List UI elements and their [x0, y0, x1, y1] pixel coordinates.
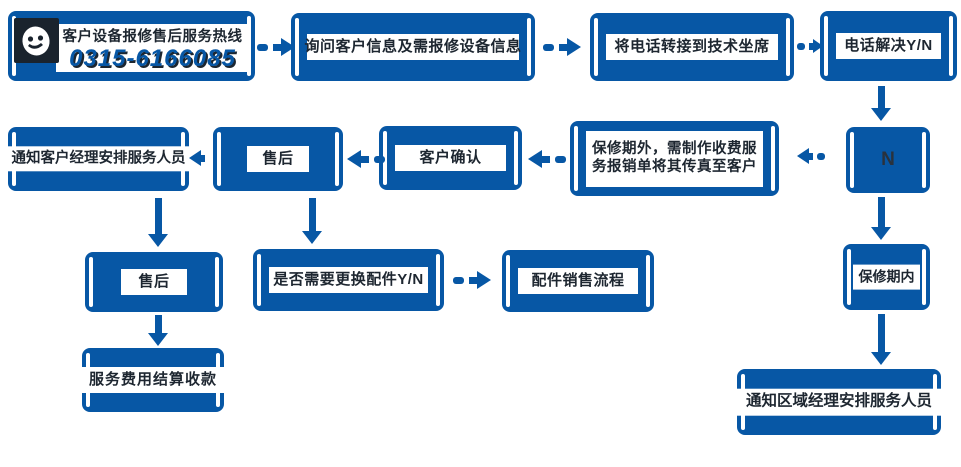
node-n-branch: N	[846, 127, 930, 193]
node-label: N	[881, 149, 895, 170]
arrow-stem	[273, 43, 281, 51]
hotline-title: 客户设备报修售后服务热线	[62, 28, 243, 45]
node-label: 保修期外，需制作收费服务报销单将其传真至客户	[592, 141, 757, 176]
arrow-dash	[374, 155, 385, 163]
flow-arrow-down-3	[302, 198, 322, 244]
flow-arrow-down-4	[871, 197, 891, 240]
node-band: 配件销售流程	[518, 268, 638, 294]
node-notify-region-manager: 通知区域经理安排服务人员	[737, 369, 941, 435]
arrow-dash	[543, 43, 554, 51]
arrow-left-icon	[347, 150, 361, 168]
node-band: 通知区域经理安排服务人员	[737, 388, 941, 416]
arrow-stem	[809, 152, 813, 160]
node-band: 通知客户经理安排服务人员	[8, 146, 189, 172]
arrow-dash	[257, 43, 268, 51]
arrow-stem	[877, 197, 885, 227]
node-label: 服务费用结算收款	[88, 371, 217, 388]
flow-arrow-right-4	[453, 271, 491, 289]
node-label: 保修期内	[858, 268, 915, 285]
node-ask-info: 询问客户信息及需报修设备信息	[291, 13, 535, 81]
arrow-stem	[559, 43, 567, 51]
node-band: 是否需要更换配件Y/N	[269, 267, 428, 293]
arrow-left-icon	[189, 150, 201, 166]
node-band: 保修期内	[853, 264, 920, 290]
arrow-stem	[877, 86, 885, 108]
arrow-right-icon	[813, 39, 823, 53]
arrow-down-icon	[871, 227, 891, 240]
arrow-right-icon	[477, 271, 491, 289]
flow-arrow-right-1	[257, 38, 295, 56]
node-label-line2: 务报销单将其传真至客户	[592, 158, 757, 175]
flow-arrow-left-2	[528, 150, 566, 168]
node-after-sales-a: 售后	[213, 127, 343, 191]
arrow-down-icon	[148, 234, 168, 247]
node-phone-solved: 电话解决Y/N	[820, 11, 957, 81]
arrow-down-icon	[871, 108, 891, 121]
node-band: 售后	[121, 269, 187, 295]
node-label: 配件销售流程	[531, 272, 625, 289]
node-label: 售后	[138, 273, 170, 290]
node-label: 通知客户经理安排服务人员	[11, 150, 186, 167]
flow-arrow-left-3	[347, 150, 385, 168]
node-label: 将电话转接到技术坐席	[614, 38, 770, 55]
node-label: 电话解决Y/N	[844, 37, 933, 54]
arrow-stem	[877, 314, 885, 352]
flow-arrow-down-6	[871, 314, 891, 365]
node-out-warranty: 保修期外，需制作收费服务报销单将其传真至客户	[570, 121, 779, 196]
arrow-dash	[817, 152, 825, 160]
arrow-stem	[361, 155, 369, 163]
arrow-stem	[809, 42, 813, 50]
arrow-left-icon	[797, 148, 809, 164]
node-band: 客户确认	[395, 145, 506, 171]
arrow-stem	[154, 315, 162, 333]
node-hotline: 客户设备报修售后服务热线 0315-6166085	[8, 11, 255, 81]
node-band: 保修期外，需制作收费服务报销单将其传真至客户	[586, 130, 763, 187]
arrow-dash	[453, 276, 464, 284]
node-parts-sales-process: 配件销售流程	[502, 250, 654, 312]
arrow-down-icon	[302, 231, 322, 244]
arrow-down-icon	[871, 352, 891, 365]
arrow-dash	[797, 42, 805, 50]
node-after-sales-b: 售后	[85, 252, 223, 312]
arrow-stem	[542, 155, 550, 163]
flow-arrow-down-2	[148, 198, 168, 247]
flow-arrow-left-1	[797, 148, 825, 164]
node-in-warranty: 保修期内	[843, 244, 930, 310]
arrow-left-icon	[528, 150, 542, 168]
node-label: 通知区域经理安排服务人员	[745, 392, 932, 410]
node-label: 询问客户信息及需报修设备信息	[304, 38, 522, 55]
flow-arrow-right-2	[543, 38, 581, 56]
arrow-stem	[308, 198, 316, 231]
arrow-dash	[555, 155, 566, 163]
hotline-band: 客户设备报修售后服务热线 0315-6166085	[56, 24, 249, 72]
node-fee-settlement: 服务费用结算收款	[82, 348, 224, 412]
arrow-stem	[154, 198, 162, 234]
node-label: 是否需要更换配件Y/N	[273, 271, 424, 288]
flow-arrow-down-1	[871, 86, 891, 121]
customer-service-headset-icon	[14, 18, 59, 63]
node-need-replace-parts: 是否需要更换配件Y/N	[253, 249, 444, 311]
node-band: 电话解决Y/N	[836, 33, 941, 59]
node-customer-confirm: 客户确认	[379, 126, 522, 190]
node-band: 将电话转接到技术坐席	[606, 34, 778, 60]
flow-arrow-down-5	[148, 315, 168, 346]
node-label: 售后	[262, 150, 294, 167]
node-band: 服务费用结算收款	[82, 367, 224, 393]
node-band: 询问客户信息及需报修设备信息	[304, 34, 522, 60]
arrow-down-icon	[148, 333, 168, 346]
node-label: 客户确认	[419, 149, 482, 166]
node-notify-customer-manager: 通知客户经理安排服务人员	[8, 127, 189, 191]
node-label-line1: 保修期外，需制作收费服	[592, 141, 757, 158]
flow-arrow-right-3	[797, 39, 823, 53]
node-band: 售后	[247, 146, 309, 172]
arrow-stem	[201, 154, 205, 162]
node-transfer-call: 将电话转接到技术坐席	[590, 13, 794, 81]
hotline-phone-number: 0315-6166085	[69, 44, 236, 72]
arrow-stem	[469, 276, 477, 284]
flow-arrow-left-4	[189, 150, 205, 166]
arrow-right-icon	[567, 38, 581, 56]
